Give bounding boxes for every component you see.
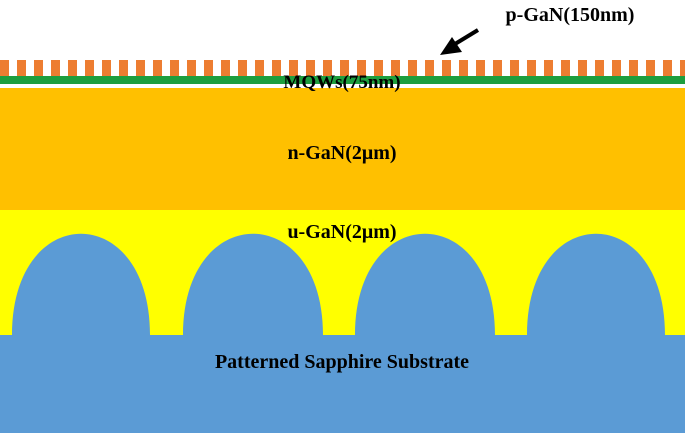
- p-gan-grating-tooth: [442, 60, 451, 76]
- p-gan-grating-tooth: [629, 60, 638, 76]
- p-gan-grating-tooth: [340, 60, 349, 76]
- p-gan-grating-tooth: [0, 60, 9, 76]
- n-gan-label: n-GaN(2μm): [287, 142, 396, 164]
- p-gan-grating-tooth: [204, 60, 213, 76]
- p-gan-grating-tooth: [119, 60, 128, 76]
- p-gan-grating-tooth: [170, 60, 179, 76]
- p-gan-grating-tooth: [136, 60, 145, 76]
- p-gan-grating-tooth: [476, 60, 485, 76]
- p-gan-arrow-line: [453, 28, 480, 46]
- substrate-label: Patterned Sapphire Substrate: [215, 351, 469, 373]
- p-gan-grating-tooth: [102, 60, 111, 76]
- mqw-label: MQWs(75nm): [283, 72, 400, 93]
- p-gan-grating-tooth: [34, 60, 43, 76]
- mqw-layer: [0, 76, 685, 84]
- p-gan-grating-tooth: [391, 60, 400, 76]
- p-gan-grating-tooth: [493, 60, 502, 76]
- p-gan-grating-tooth: [680, 60, 685, 76]
- p-gan-grating-tooth: [561, 60, 570, 76]
- p-gan-grating-tooth: [272, 60, 281, 76]
- p-gan-grating-tooth: [527, 60, 536, 76]
- p-gan-grating-tooth: [663, 60, 672, 76]
- p-gan-label: p-GaN(150nm): [506, 4, 635, 26]
- sapphire-substrate: [0, 233, 685, 433]
- p-gan-grating-tooth: [595, 60, 604, 76]
- p-gan-grating-tooth: [357, 60, 366, 76]
- p-gan-grating-tooth: [578, 60, 587, 76]
- p-gan-grating: [0, 60, 685, 76]
- p-gan-grating-tooth: [323, 60, 332, 76]
- p-gan-grating-tooth: [51, 60, 60, 76]
- p-gan-grating-tooth: [255, 60, 264, 76]
- p-gan-grating-tooth: [544, 60, 553, 76]
- p-gan-grating-tooth: [459, 60, 468, 76]
- p-gan-grating-tooth: [221, 60, 230, 76]
- p-gan-grating-tooth: [374, 60, 383, 76]
- p-gan-grating-tooth: [187, 60, 196, 76]
- p-gan-grating-tooth: [612, 60, 621, 76]
- u-gan-label: u-GaN(2μm): [287, 221, 396, 243]
- n-gan-layer: [0, 88, 685, 210]
- p-gan-grating-tooth: [85, 60, 94, 76]
- p-gan-grating-tooth: [646, 60, 655, 76]
- p-gan-grating-tooth: [510, 60, 519, 76]
- p-gan-grating-tooth: [68, 60, 77, 76]
- p-gan-arrow-head: [440, 37, 462, 55]
- p-gan-grating-tooth: [17, 60, 26, 76]
- p-gan-grating-tooth: [289, 60, 298, 76]
- p-gan-grating-tooth: [408, 60, 417, 76]
- p-gan-grating-tooth: [306, 60, 315, 76]
- p-gan-grating-tooth: [238, 60, 247, 76]
- p-gan-grating-tooth: [425, 60, 434, 76]
- p-gan-grating-tooth: [153, 60, 162, 76]
